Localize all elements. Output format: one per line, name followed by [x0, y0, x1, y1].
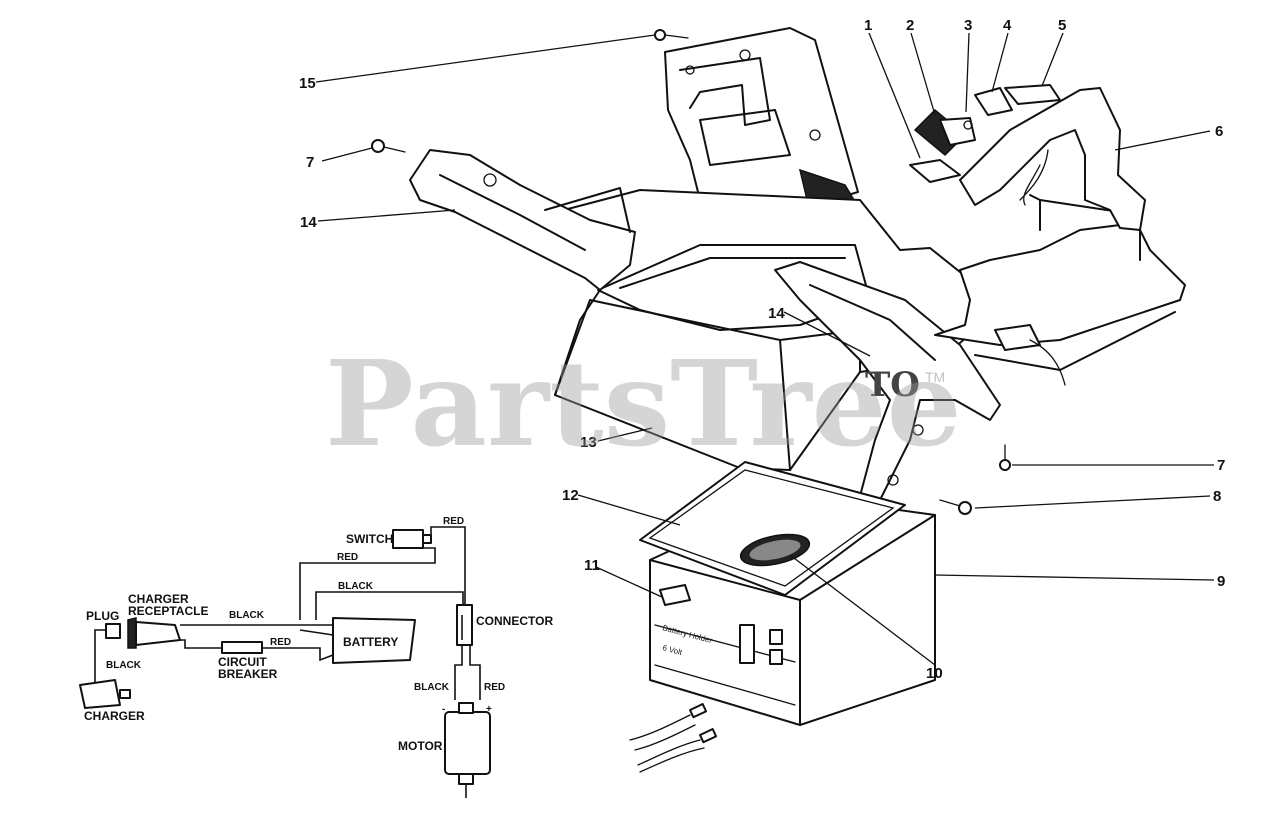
circuit-breaker-symbol — [221, 641, 263, 654]
charger-symbol — [79, 679, 121, 709]
switch-symbol — [392, 529, 424, 549]
callout-14: 14 — [768, 305, 785, 322]
callout-8: 8 — [1213, 488, 1221, 505]
callout-13: 13 — [580, 434, 597, 451]
red-breaker-label: RED — [270, 637, 291, 648]
callout-4: 4 — [1003, 17, 1012, 34]
callout-7-bottom: 7 — [1217, 457, 1225, 474]
black-mid-label: BLACK — [338, 581, 374, 592]
callout-12: 12 — [562, 487, 579, 504]
plug-symbol — [105, 623, 121, 639]
callout-5: 5 — [1058, 17, 1066, 34]
callout-2: 2 — [906, 17, 914, 34]
callout-1: 1 — [864, 17, 872, 34]
charger-receptacle-label-1: CHARGER — [128, 592, 189, 606]
charger-receptacle-label-2: RECEPTACLE — [128, 604, 208, 618]
watermark-text: PartsTree — [325, 334, 962, 473]
connector-label: CONNECTOR — [476, 614, 553, 628]
toro-logo: TO — [865, 365, 920, 405]
callout-10: 10 — [926, 665, 943, 682]
callout-7-top: 7 — [306, 154, 314, 171]
circuit-breaker-label-2: BREAKER — [218, 667, 278, 681]
callout-11: 11 — [584, 557, 600, 574]
wiring-schematic: SWITCH RED RED BLACK CONNECTOR BATTERY C… — [79, 516, 553, 798]
connector-symbol — [456, 604, 473, 646]
callout-9: 9 — [1217, 573, 1225, 590]
screw-7-bottom — [999, 444, 1011, 471]
battery-symbol — [332, 617, 416, 664]
charger-receptacle-symbol — [135, 621, 181, 646]
motor-plus: + — [486, 704, 492, 715]
callout-15: 14 — [300, 214, 317, 231]
watermark: PartsTree TM — [325, 334, 962, 473]
plug-label: PLUG — [86, 609, 119, 623]
watermark-tm: TM — [925, 369, 945, 385]
screw-7-top — [371, 139, 406, 153]
switch-label: SWITCH — [346, 532, 393, 546]
body-shell: TO — [371, 27, 1186, 515]
screw-8 — [939, 499, 972, 515]
motor-label: MOTOR — [398, 739, 443, 753]
red-top-label: RED — [443, 516, 464, 527]
motor-symbol — [444, 711, 491, 775]
callout-16: 15 — [299, 75, 316, 92]
battery-leads — [629, 703, 718, 773]
red-motor-label: RED — [484, 682, 505, 693]
black-motor-label: BLACK — [414, 682, 450, 693]
motor-minus: - — [442, 704, 445, 715]
battery-label: BATTERY — [343, 635, 398, 649]
callout-6: 6 — [1215, 123, 1223, 140]
callout-numbers: 15 7 14 1 2 3 4 5 6 7 8 9 10 11 12 13 14 — [299, 17, 1225, 682]
charger-label: CHARGER — [84, 709, 145, 723]
circuit-breaker-label-1: CIRCUIT — [218, 655, 267, 669]
callout-3: 3 — [964, 17, 972, 34]
red-mid-label: RED — [337, 552, 358, 563]
black-plug-label: BLACK — [106, 660, 142, 671]
screw-16 — [654, 29, 689, 41]
callout-leaders — [315, 32, 1215, 666]
black-left-label: BLACK — [229, 610, 265, 621]
battery-pad — [639, 461, 906, 596]
